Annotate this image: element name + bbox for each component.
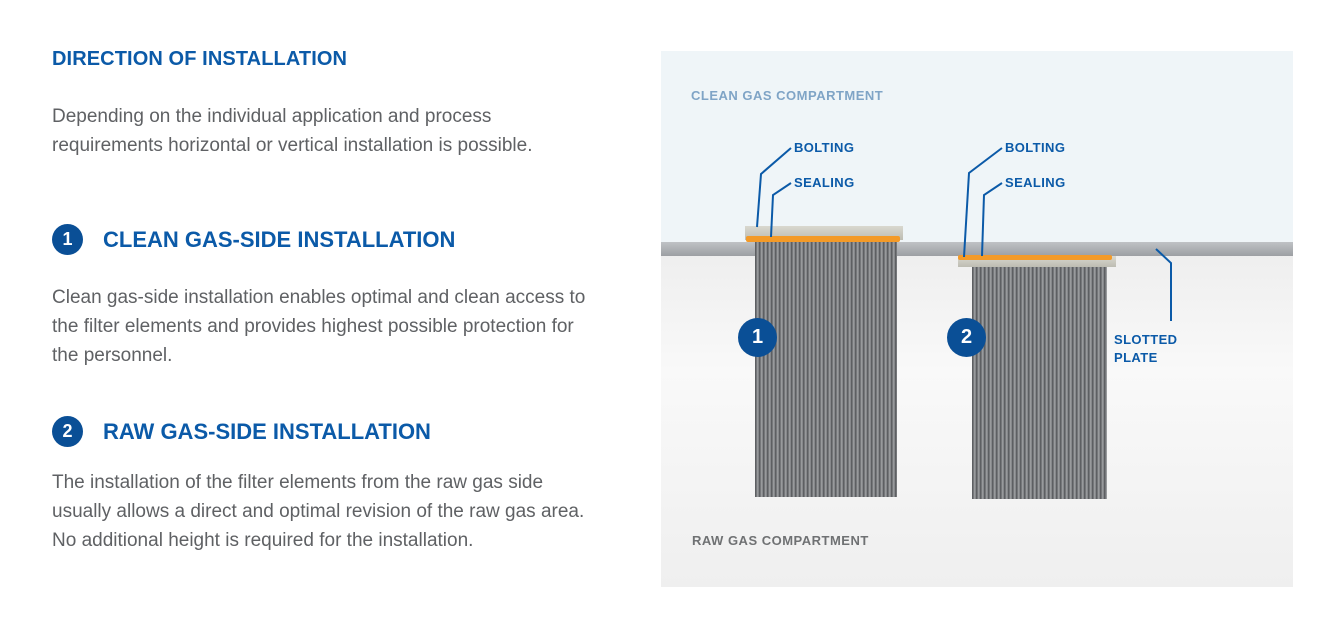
callout-line-bolting-2 [963,147,1003,258]
callout-line-bolting-1 [756,147,792,228]
clean-gas-compartment [661,51,1293,242]
slotted-plate-label-line1: SLOTTED [1114,332,1178,347]
number-badge-2: 2 [52,416,83,447]
installation-diagram: CLEAN GAS COMPARTMENT RAW GAS COMPARTMEN… [661,51,1293,587]
bolting-flange-2 [958,256,1116,267]
bolting-label-1: BOLTING [794,140,855,155]
page-heading: DIRECTION OF INSTALLATION [52,48,348,70]
sealing-strip-1 [746,236,900,242]
sealing-label-1: SEALING [794,175,855,190]
bolting-label-2: BOLTING [1005,140,1066,155]
clean-gas-paragraph: Clean gas-side installation enables opti… [52,287,586,366]
sealing-strip-2 [958,255,1112,260]
diagram-badge-1: 1 [738,318,777,357]
section-title-raw-gas: RAW GAS-SIDE INSTALLATION [103,418,431,444]
callout-line-sealing-1 [770,182,792,238]
diagram-badge-2: 2 [947,318,986,357]
callout-line-sealing-2 [981,182,1003,257]
sealing-label-2: SEALING [1005,175,1066,190]
raw-gas-paragraph: The installation of the filter elements … [52,472,585,551]
slotted-plate-label-line2: PLATE [1114,350,1158,365]
section-heading-raw-gas: 2 RAW GAS-SIDE INSTALLATION [52,416,431,447]
raw-gas-compartment-label: RAW GAS COMPARTMENT [692,533,869,548]
filter-element-1 [755,241,897,497]
callout-line-slotted-plate [1155,248,1172,321]
number-badge-1: 1 [52,224,83,255]
callout-lines [756,147,1172,321]
slotted-plate-label: SLOTTED PLATE [1114,331,1177,367]
section-heading-clean-gas: 1 CLEAN GAS-SIDE INSTALLATION [52,224,455,255]
filter-element-2 [972,261,1107,499]
section-title-clean-gas: CLEAN GAS-SIDE INSTALLATION [103,226,456,252]
intro-paragraph: Depending on the individual application … [52,106,533,156]
clean-gas-compartment-label: CLEAN GAS COMPARTMENT [691,88,884,103]
